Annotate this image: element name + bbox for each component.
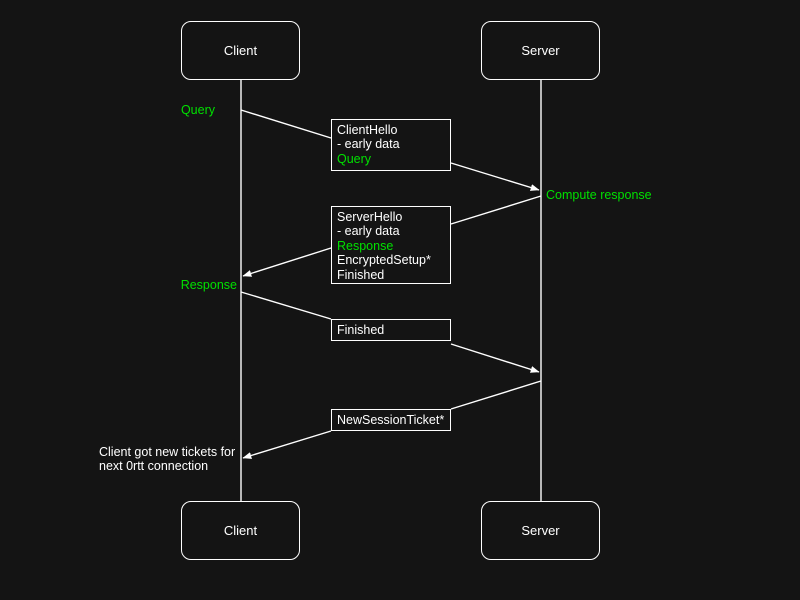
arrow-server-to-newsessionticket [450,380,542,410]
message-box-server-hello[interactable]: ServerHello - early data Response Encryp… [331,206,451,284]
arrow-newsessionticket-to-client [242,430,332,459]
message-line: ServerHello [337,210,403,224]
participant-server-bottom[interactable]: Server [481,501,600,560]
participant-client-bottom-label: Client [223,523,258,538]
message-box-new-session-ticket[interactable]: NewSessionTicket* [331,409,451,431]
message-line: Query [337,151,372,166]
arrow-clienthello-to-server [450,162,540,191]
label-compute-response: Compute response [546,188,652,202]
label-compute-response-text: Compute response [546,188,652,202]
label-client-got-tickets-line2: next 0rtt connection [99,459,209,473]
message-box-client-hello[interactable]: ClientHello - early data Query [331,119,451,171]
participant-client-bottom[interactable]: Client [181,501,300,560]
label-client-got-tickets-line1: Client got new tickets for [99,445,236,459]
arrow-client-to-finished [240,291,332,320]
participant-server-top-label: Server [521,43,560,58]
message-line: Finished [337,267,385,282]
message-line: Finished [337,323,385,337]
message-line: NewSessionTicket* [337,413,445,427]
arrow-finished-to-server [450,343,540,373]
message-box-finished[interactable]: Finished [331,319,451,341]
arrow-server-to-serverhello [450,195,542,225]
participant-server-top[interactable]: Server [481,21,600,80]
participant-server-bottom-label: Server [521,523,560,538]
arrow-query-to-clienthello [240,109,332,139]
label-response-text: Response [180,278,237,292]
message-line: - early data [337,224,400,239]
label-query: Query [115,103,215,117]
label-query-text: Query [180,103,215,117]
participant-client-top-label: Client [223,43,258,58]
label-client-got-tickets: Client got new tickets for next 0rtt con… [99,445,235,473]
message-line: Response [337,238,394,253]
message-line: EncryptedSetup* [337,253,431,268]
label-response: Response [137,278,237,292]
participant-client-top[interactable]: Client [181,21,300,80]
message-line: ClientHello [337,123,398,137]
arrow-serverhello-to-client [242,247,332,277]
message-line: - early data [337,137,400,152]
